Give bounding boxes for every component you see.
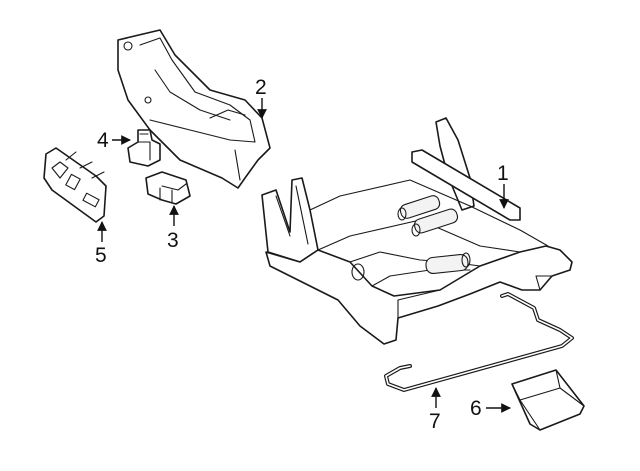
callout-1: 1	[497, 162, 509, 185]
callout-6: 6	[470, 397, 482, 420]
part-4-switch-knob[interactable]	[127, 129, 161, 167]
leader-lines	[97, 98, 511, 413]
part-5-switch-bezel[interactable]	[43, 147, 107, 223]
motor-assembly	[351, 195, 471, 281]
callout-4: 4	[97, 129, 109, 152]
part-6-cover[interactable]	[511, 369, 585, 431]
callout-3: 3	[167, 229, 179, 252]
part-7-harness-cable[interactable]	[384, 292, 574, 392]
callout-5: 5	[95, 244, 107, 267]
callout-2: 2	[255, 76, 267, 99]
callout-7: 7	[429, 410, 441, 433]
part-1-seat-track[interactable]	[261, 117, 573, 345]
part-3-switch[interactable]	[145, 171, 191, 205]
part-2-side-shield[interactable]	[117, 29, 271, 189]
